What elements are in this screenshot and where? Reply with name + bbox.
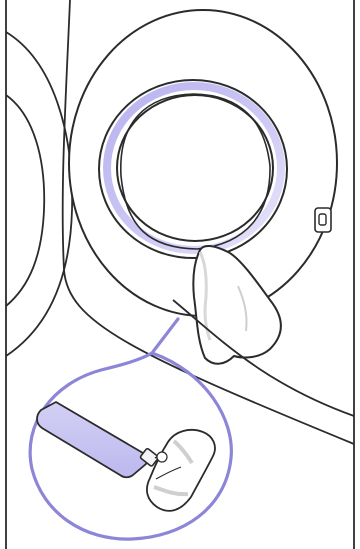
cloth-small-icon bbox=[147, 430, 215, 511]
door-latch-icon bbox=[315, 208, 331, 232]
tube-icon bbox=[37, 402, 170, 477]
paste-dot bbox=[157, 452, 167, 462]
left-door-inner-arc bbox=[6, 95, 44, 306]
door-seal-inner bbox=[117, 95, 273, 241]
